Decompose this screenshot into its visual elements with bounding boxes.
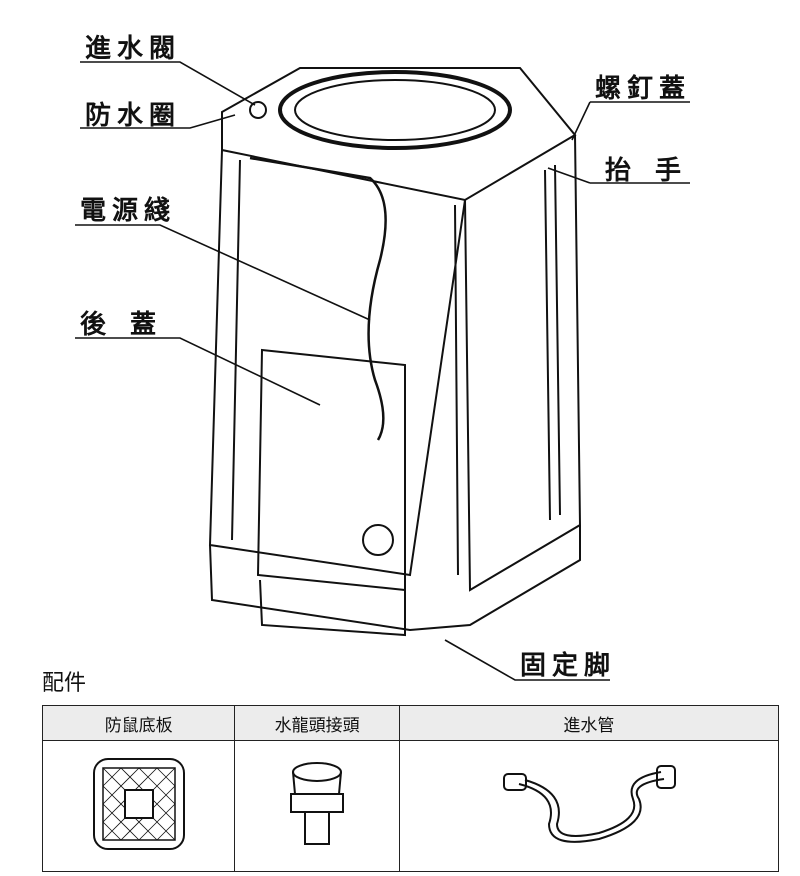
machine-top: [221, 67, 577, 202]
label-inlet-valve: 進水閥: [85, 34, 182, 64]
col-anti-rat-plate: 防鼠底板: [41, 705, 236, 741]
inlet-hose-icon: [502, 765, 676, 843]
back-cover-shape: [256, 348, 406, 592]
machine-base: [209, 525, 581, 632]
power-cord-shape: [249, 156, 387, 441]
inlet-valve-icon: [249, 101, 267, 119]
washing-machine-illustration: [75, 61, 690, 681]
col-inlet-hose: 進水管: [398, 705, 780, 741]
accessories-title: 配件: [42, 671, 87, 696]
anti-rat-plate-cell: [41, 740, 236, 872]
lid-icon: [278, 70, 512, 150]
label-fixed-foot: 固定脚: [520, 651, 617, 681]
col-tap-connector: 水龍頭接頭: [234, 705, 400, 741]
machine-side-panel: [464, 134, 582, 592]
label-screw-cover: 螺釘蓋: [595, 74, 692, 104]
tap-connector-icon: [290, 762, 345, 845]
label-power-cord: 電源綫: [80, 196, 177, 226]
tap-connector-cell: [234, 740, 400, 872]
inlet-hose-cell: [398, 740, 780, 872]
label-handle: 抬手: [605, 156, 706, 186]
accessories-table: 防鼠底板 水龍頭接頭 進水管: [41, 705, 780, 872]
anti-rat-plate-icon: [92, 758, 185, 850]
label-back-cover: 後蓋: [80, 310, 181, 340]
label-waterproof-ring: 防水圈: [85, 101, 182, 131]
machine-back-panel: [208, 149, 466, 577]
power-socket-icon: [362, 524, 394, 556]
